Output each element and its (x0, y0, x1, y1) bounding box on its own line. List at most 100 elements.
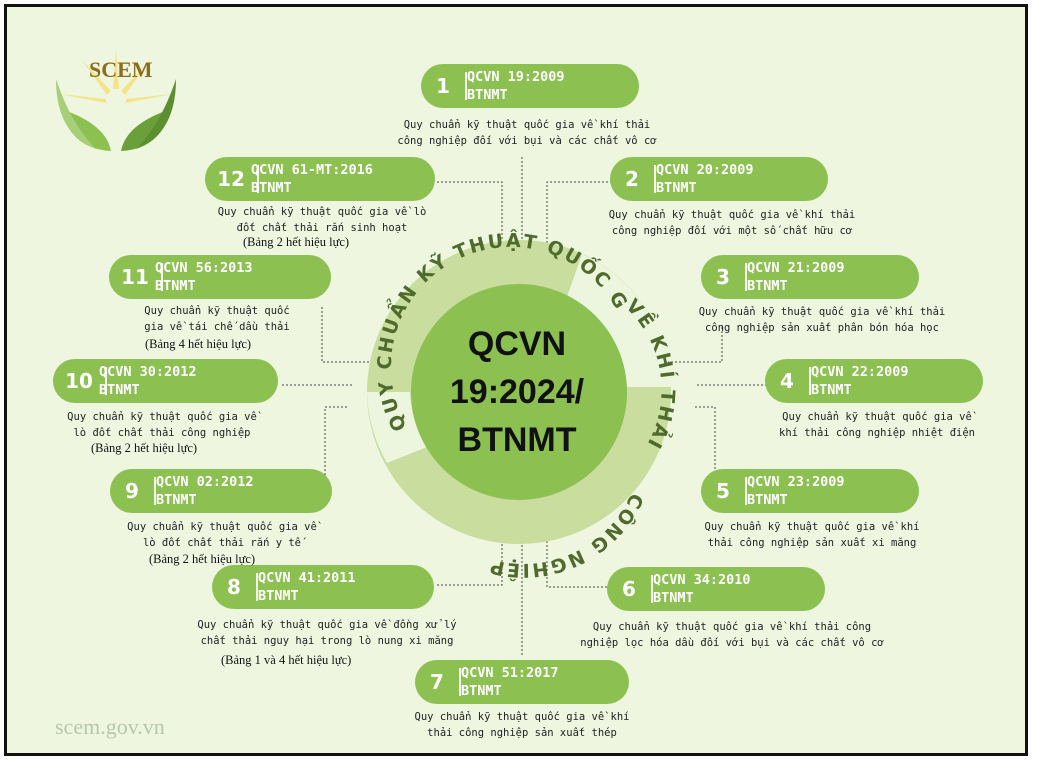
desc-line: Quy chuẩn kỹ thuật quốc gia về lò (217, 206, 427, 218)
standard-code: QCVN 56:2013 (155, 260, 253, 276)
pill-divider (809, 367, 811, 395)
desc-line: thải công nghiệp sản xuất xi măng (707, 537, 917, 549)
standard-description-1: Quy chuẩn kỹ thuật quốc gia về khí thải … (377, 117, 677, 149)
standard-suffix: BTNMT (656, 180, 697, 196)
standard-code: QCVN 20:2009 (656, 162, 754, 178)
standard-code: QCVN 34:2010 (653, 572, 751, 588)
item-number: 9 (125, 479, 139, 503)
desc-line: lò đốt chất thải công nghiệp (73, 427, 251, 439)
standard-code: QCVN 41:2011 (258, 570, 356, 586)
standard-suffix: BTNMT (747, 278, 788, 294)
desc-line: Quy chuẩn kỹ thuật quốc gia về khí (704, 521, 920, 533)
standard-code: QCVN 51:2017 (461, 665, 559, 681)
center-title: QCVN 19:2024/ BTNMT (412, 287, 622, 497)
desc-line: lò đốt chất thải rắn y tế (142, 537, 302, 549)
standard-suffix: BTNMT (467, 87, 508, 103)
scem-logo: SCEM (56, 49, 176, 151)
standard-suffix: BTNMT (461, 683, 502, 699)
standard-code: QCVN 19:2009 (467, 69, 565, 85)
center-line-2: 19:2024/ (449, 373, 585, 411)
desc-line: Quy chuẩn kỹ thuật quốc gia về khí (414, 711, 630, 723)
desc-line: Quy chuẩn kỹ thuật quốc gia về khí thải … (592, 621, 872, 633)
standard-suffix: BTNMT (156, 492, 197, 508)
pill-divider (154, 477, 156, 505)
desc-line: đốt chất thải rắn sinh hoạt (236, 222, 408, 234)
pill-divider (257, 165, 259, 193)
desc-line: công nghiệp đối với bụi và các chất vô c… (397, 135, 657, 147)
item-number: 8 (227, 575, 241, 599)
connector-lines (282, 157, 767, 655)
item-number: 5 (716, 479, 730, 503)
standard-description-9: Quy chuẩn kỹ thuật quốc gia về lò đốt ch… (102, 519, 342, 551)
standard-code: QCVN 23:2009 (747, 474, 845, 490)
item-number: 1 (436, 74, 450, 98)
expiry-note-9: (Bảng 2 hết hiệu lực) (149, 552, 256, 566)
item-number: 4 (780, 369, 794, 393)
standard-description-7: Quy chuẩn kỹ thuật quốc gia về khí thải … (382, 709, 662, 741)
desc-line: Quy chuẩn kỹ thuật quốc gia về đồng xử l… (197, 619, 457, 631)
infographic-frame: SCEM QUY CHUẨN KỸ THUẬT QUỐC GIA VỀ KHÍ … (4, 4, 1028, 756)
logo-text: SCEM (89, 57, 153, 82)
standard-code: QCVN 02:2012 (156, 474, 254, 490)
standard-code: QCVN 21:2009 (747, 260, 845, 276)
item-number: 10 (65, 369, 93, 393)
standard-suffix: BTNMT (99, 382, 140, 398)
pill-divider (745, 477, 747, 505)
standard-description-10: Quy chuẩn kỹ thuật quốc gia về lò đốt ch… (52, 409, 272, 441)
standard-description-8: Quy chuẩn kỹ thuật quốc gia về đồng xử l… (172, 617, 482, 649)
desc-line: chất thải nguy hại trong lò nung xi măng (200, 635, 454, 647)
item-number: 6 (622, 577, 636, 601)
desc-line: Quy chuẩn kỹ thuật quốc gia về khí thải (698, 306, 946, 318)
desc-line: Quy chuẩn kỹ thuật quốc gia về khí thải (608, 209, 856, 221)
standard-code: QCVN 22:2009 (811, 364, 909, 380)
desc-line: gia về tái chế dầu thải (144, 321, 290, 333)
desc-line: Quy chuẩn kỹ thuật quốc gia về (67, 411, 257, 423)
expiry-note-11: (Bảng 4 hết hiệu lực) (145, 337, 252, 351)
item-number: 7 (430, 670, 444, 694)
item-number: 11 (121, 265, 149, 289)
pill-divider (651, 575, 653, 603)
standard-description-12: Quy chuẩn kỹ thuật quốc gia về lò đốt ch… (192, 204, 452, 236)
standard-suffix: BTNMT (747, 492, 788, 508)
desc-line: khí thải công nghiệp nhiệt điện (779, 427, 975, 439)
item-number: 12 (217, 167, 245, 191)
desc-line: Quy chuẩn kỹ thuật quốc gia về khí thải (403, 119, 651, 131)
desc-line: Quy chuẩn kỹ thuật quốc gia về (782, 411, 972, 423)
standard-description-6: Quy chuẩn kỹ thuật quốc gia về khí thải … (562, 619, 902, 651)
standard-description-2: Quy chuẩn kỹ thuật quốc gia về khí thải … (582, 207, 882, 239)
pill-divider (256, 573, 258, 601)
standard-description-5: Quy chuẩn kỹ thuật quốc gia về khí thải … (677, 519, 947, 551)
expiry-note-10: (Bảng 2 hết hiệu lực) (91, 441, 198, 455)
item-number: 2 (625, 167, 639, 191)
standard-suffix: BTNMT (811, 382, 852, 398)
pill-divider (465, 72, 467, 100)
expiry-note-12: (Bảng 2 hết hiệu lực) (243, 235, 350, 249)
standard-code: QCVN 61-MT:2016 (251, 162, 373, 178)
standard-suffix: BTNMT (251, 180, 292, 196)
pill-divider (105, 367, 107, 395)
desc-line: công nghiệp sản xuất phân bón hóa học (705, 322, 939, 334)
pill-divider (654, 165, 656, 193)
standard-code: QCVN 30:2012 (99, 364, 197, 380)
desc-line: công nghiệp đối với một số chất hữu cơ (611, 225, 853, 237)
desc-line: nghiệp lọc hóa dầu đối với bụi và các ch… (580, 637, 884, 649)
standard-description-11: Quy chuẩn kỹ thuật quốc gia về tái chế d… (117, 303, 317, 335)
desc-line: Quy chuẩn kỹ thuật quốc gia về (127, 521, 317, 533)
pill-divider (745, 263, 747, 291)
standard-suffix: BTNMT (258, 588, 299, 604)
item-number: 3 (716, 265, 730, 289)
desc-line: thải công nghiệp sản xuất thép (427, 727, 617, 739)
standard-suffix: BTNMT (155, 278, 196, 294)
standard-description-4: Quy chuẩn kỹ thuật quốc gia về khí thải … (752, 409, 1002, 441)
site-watermark: scem.gov.vn (55, 714, 165, 739)
